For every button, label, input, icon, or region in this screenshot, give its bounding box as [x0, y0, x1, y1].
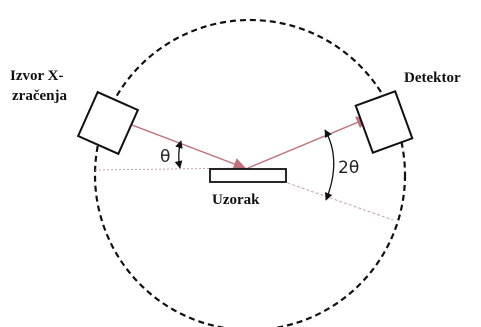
detector-label: Detektor — [404, 70, 461, 86]
incident-beam — [131, 124, 247, 170]
goniometer-circle — [93, 18, 407, 327]
two-theta-angle-arc — [324, 129, 335, 201]
reference-line-left — [94, 167, 249, 171]
sample-plate — [209, 168, 287, 183]
theta-label: θ — [160, 147, 170, 167]
sample-label: Uzorak — [212, 192, 260, 208]
detector-box — [354, 90, 414, 154]
xray-source-label-line1: Izvor X- — [10, 68, 63, 84]
theta-angle-arc — [174, 140, 183, 169]
xray-source-label-line2: zračenja — [12, 88, 67, 104]
diffracted-beam — [247, 116, 370, 169]
xray-source-box — [76, 90, 140, 156]
two-theta-label: 2θ — [338, 158, 359, 178]
